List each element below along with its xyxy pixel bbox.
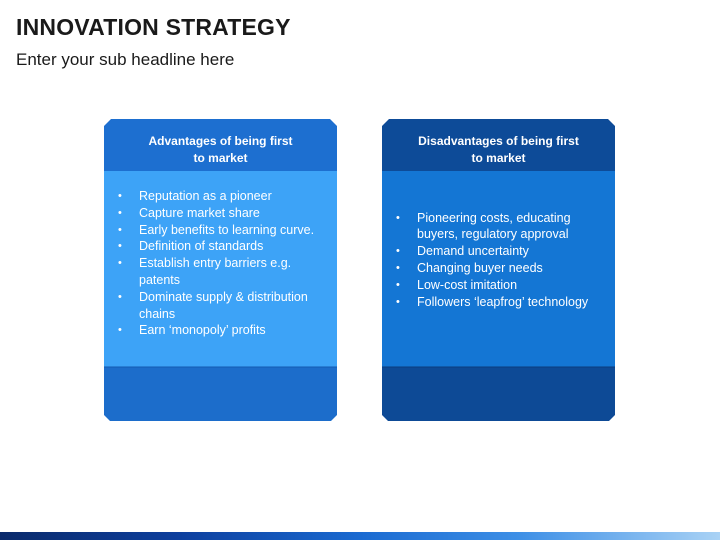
list-item: Followers ‘leapfrog’ technology [396, 294, 605, 311]
page-subtitle: Enter your sub headline here [16, 50, 235, 69]
list-item: Earn ‘monopoly’ profits [118, 322, 327, 339]
list-item: Pioneering costs, educating buyers, regu… [396, 210, 605, 244]
page-title: INNOVATION STRATEGY [16, 14, 291, 40]
bottom-gradient-bar [0, 532, 720, 540]
advantages-footer-bg [104, 367, 337, 421]
advantages-header: Advantages of being first to market [104, 132, 337, 168]
disadvantages-list: Pioneering costs, educating buyers, regu… [382, 210, 615, 311]
advantages-header-bg [104, 119, 337, 171]
list-item: Changing buyer needs [396, 260, 605, 277]
advantages-list: Reputation as a pioneer Capture market s… [104, 188, 337, 339]
disadvantages-header-line2: to market [471, 151, 526, 165]
list-item: Definition of standards [118, 238, 327, 255]
disadvantages-header-line1: Disadvantages of being first [418, 134, 579, 148]
advantages-card: Advantages of being first to market Repu… [104, 119, 337, 421]
disadvantages-card-shape [382, 119, 615, 421]
advantages-body: Reputation as a pioneer Capture market s… [104, 171, 337, 367]
advantages-header-line2: to market [193, 151, 248, 165]
disadvantages-footer-bg [382, 367, 615, 421]
advantages-header-line1: Advantages of being first [148, 134, 293, 148]
disadvantages-body: Pioneering costs, educating buyers, regu… [382, 171, 615, 367]
disadvantages-card: Disadvantages of being first to market P… [382, 119, 615, 421]
list-item: Early benefits to learning curve. [118, 222, 327, 239]
list-item: Low-cost imitation [396, 277, 605, 294]
list-item: Demand uncertainty [396, 243, 605, 260]
list-item: Dominate supply & distribution chains [118, 289, 327, 323]
list-item: Establish entry barriers e.g. patents [118, 255, 327, 289]
disadvantages-header: Disadvantages of being first to market [382, 132, 615, 168]
disadvantages-header-bg [382, 119, 615, 171]
list-item: Capture market share [118, 205, 327, 222]
list-item: Reputation as a pioneer [118, 188, 327, 205]
